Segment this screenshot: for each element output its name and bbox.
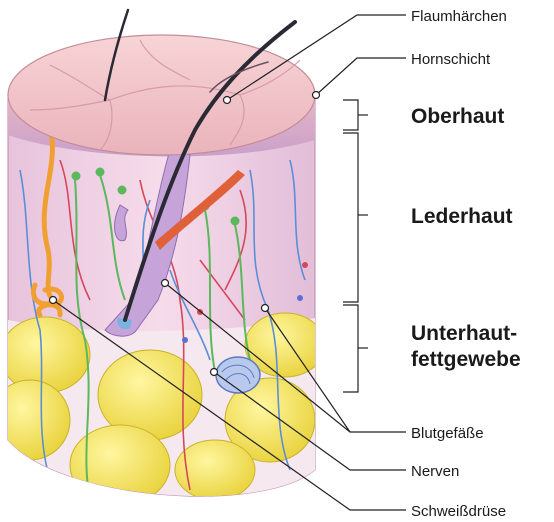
label-hornschicht: Hornschicht [411, 51, 491, 68]
marker-schweissdruese [50, 297, 57, 304]
marker-flaumhaerchen [224, 97, 231, 104]
label-unterhaut-line1: Unterhaut- [411, 322, 517, 345]
marker-nerven [211, 369, 218, 376]
label-flaumhaerchen: Flaumhärchen [411, 8, 507, 25]
label-schweissdruese: Schweißdrüse [411, 503, 506, 520]
nerve-ending-drawing [216, 357, 260, 393]
label-nerven: Nerven [411, 463, 459, 480]
marker-blutgefaess-1 [162, 280, 169, 287]
label-oberhaut: Oberhaut [411, 105, 504, 128]
cell-dot [182, 337, 188, 343]
cell-dot [297, 295, 303, 301]
cell-dot [302, 262, 308, 268]
labels: Flaumhärchen Hornschicht Oberhaut Lederh… [411, 8, 521, 520]
label-blutgefaesse: Blutgefäße [411, 425, 484, 442]
marker-hornschicht [313, 92, 320, 99]
skin-surface-top [8, 35, 315, 155]
layer-brackets [343, 100, 368, 392]
marker-blutgefaess-2 [262, 305, 269, 312]
label-unterhaut-line2: fettgewebe [411, 348, 521, 371]
label-lederhaut: Lederhaut [411, 205, 513, 228]
skin-cylinder [0, 95, 325, 520]
